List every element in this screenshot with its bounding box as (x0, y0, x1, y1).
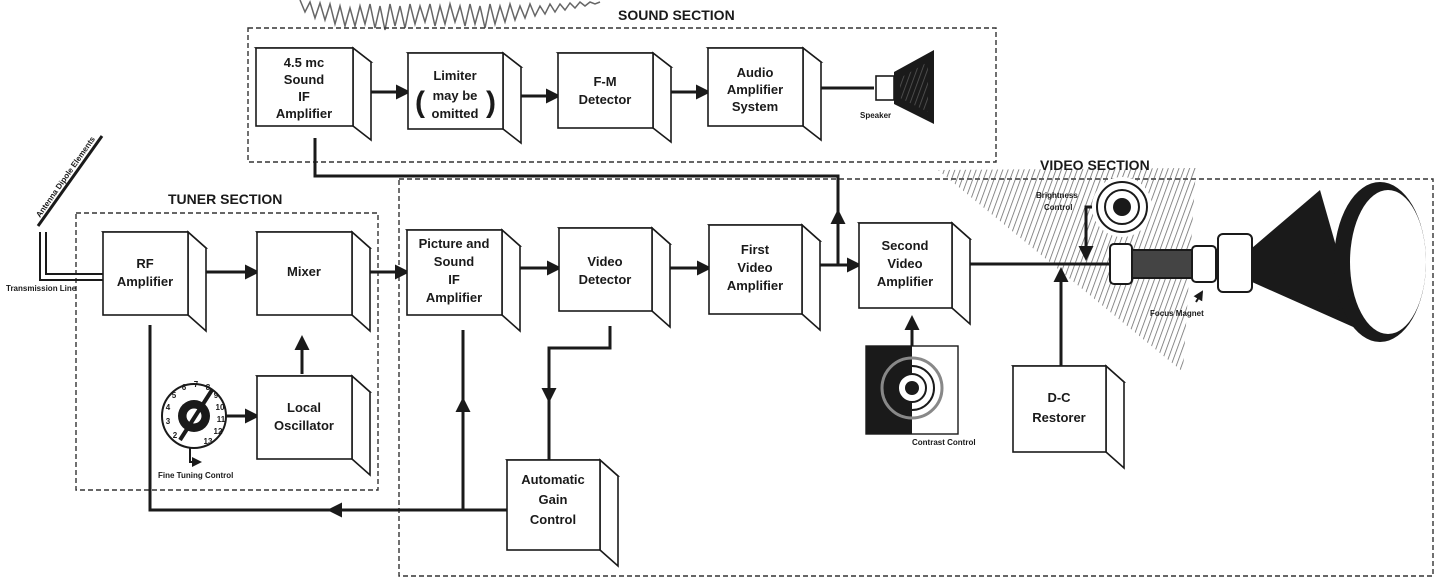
block-local-oscillator (254, 374, 373, 477)
label-local-osc-2: Oscillator (274, 418, 334, 433)
label-pic-if-4: Amplifier (426, 290, 482, 305)
label-fm-detector-1: F-M (593, 74, 616, 89)
label-limiter-3: omitted (432, 106, 479, 121)
label-second-video-3: Amplifier (877, 274, 933, 289)
dial-num-6: 6 (182, 383, 187, 392)
label-pic-if-3: IF (448, 272, 460, 287)
label-video-det-1: Video (587, 254, 622, 269)
brightness-control-icon (1092, 177, 1152, 237)
label-dc-restorer-2: Restorer (1032, 410, 1085, 425)
limiter-paren-right: ) (486, 86, 496, 119)
dial-num-7: 7 (194, 380, 199, 389)
dial-num-9: 9 (214, 391, 219, 400)
antenna-label: Antenna Dipole Elements (34, 135, 97, 220)
speaker-icon (875, 50, 934, 124)
signal-wiring (36, 84, 1112, 518)
label-second-video-1: Second (882, 238, 929, 253)
brightness-label-2: Control (1044, 203, 1072, 212)
label-first-video-2: Video (737, 260, 772, 275)
video-section-title: VIDEO SECTION (1040, 157, 1150, 173)
label-first-video-3: Amplifier (727, 278, 783, 293)
picture-tube-icon (1109, 182, 1426, 342)
block-picture-sound-if-amplifier (404, 228, 523, 333)
dial-num-10: 10 (216, 403, 225, 412)
label-mixer: Mixer (287, 264, 321, 279)
block-fm-detector (555, 51, 674, 144)
label-pic-if-1: Picture and (419, 236, 490, 251)
label-dc-restorer-1: D-C (1047, 390, 1071, 405)
label-sound-if-4: Amplifier (276, 106, 332, 121)
block-rf-amplifier (100, 230, 209, 333)
brightness-label-1: Brightness (1036, 191, 1078, 200)
label-agc-2: Gain (539, 492, 568, 507)
contrast-control-icon (865, 345, 959, 435)
video-section-box (398, 178, 1434, 577)
label-video-det-2: Detector (579, 272, 632, 287)
speaker-label: Speaker (860, 111, 891, 120)
label-sound-if-3: IF (298, 89, 310, 104)
fine-tuning-dial-icon (161, 383, 227, 467)
dial-num-4: 4 (166, 403, 171, 412)
label-local-osc-1: Local (287, 400, 321, 415)
block-audio-amplifier (705, 46, 824, 142)
dial-num-8: 8 (206, 383, 211, 392)
block-second-video-amplifier (856, 221, 973, 326)
label-fm-detector-2: Detector (579, 92, 632, 107)
label-agc-1: Automatic (521, 472, 585, 487)
dial-num-3: 3 (166, 417, 171, 426)
label-limiter-1: Limiter (433, 68, 476, 83)
label-audio-amp-3: System (732, 99, 778, 114)
sound-section-box (247, 27, 997, 163)
block-mixer (254, 230, 373, 333)
label-rf-amp-2: Amplifier (117, 274, 173, 289)
dial-num-13: 13 (204, 437, 213, 446)
sound-section-title: SOUND SECTION (618, 7, 735, 23)
label-audio-amp-2: Amplifier (727, 82, 783, 97)
dial-num-2: 2 (173, 431, 178, 440)
block-dc-restorer (1010, 364, 1127, 470)
block-first-video-amplifier (706, 223, 823, 332)
dial-num-11: 11 (217, 415, 226, 424)
limiter-paren-left: ( (415, 86, 425, 119)
dial-num-12: 12 (214, 427, 223, 436)
block-video-detector (556, 226, 673, 329)
label-rf-amp-1: RF (136, 256, 153, 271)
label-pic-if-2: Sound (434, 254, 474, 269)
tuner-section-box (75, 212, 379, 491)
tuner-section-title: TUNER SECTION (168, 191, 282, 207)
label-first-video-1: First (741, 242, 770, 257)
label-audio-amp-1: Audio (737, 65, 774, 80)
fine-tuning-label: Fine Tuning Control (158, 471, 233, 480)
dial-num-5: 5 (172, 391, 177, 400)
block-sound-if-amplifier (253, 46, 374, 142)
contrast-control-label: Contrast Control (912, 438, 976, 447)
transmission-line-label: Transmission Line (6, 284, 77, 293)
label-second-video-2: Video (887, 256, 922, 271)
focus-magnet-label: Focus Magnet (1150, 309, 1204, 318)
block-limiter (405, 51, 524, 145)
block-automatic-gain-control (504, 458, 621, 568)
label-sound-if-1: 4.5 mc (284, 55, 324, 70)
label-sound-if-2: Sound (284, 72, 324, 87)
label-agc-3: Control (530, 512, 576, 527)
sound-wave-decoration (299, 0, 601, 31)
label-limiter-2: may be (433, 88, 478, 103)
